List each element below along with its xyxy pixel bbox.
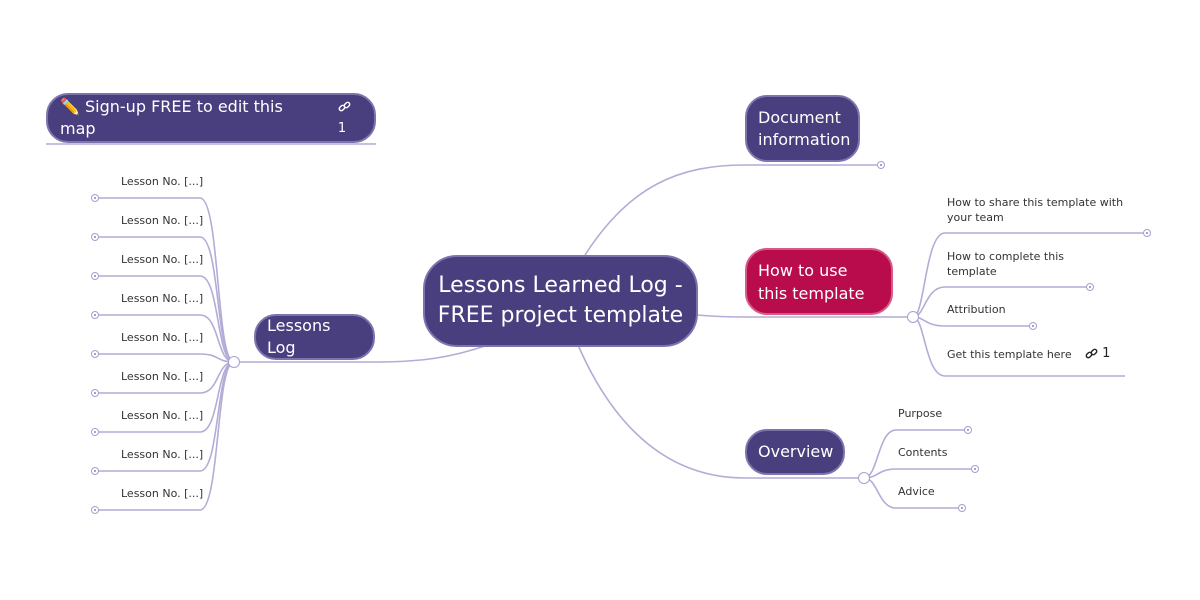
signup-label: ✏️ Sign-up FREE to edit this map [60, 97, 283, 138]
document-information-label: Document information [758, 107, 851, 149]
overview-item-contents-marker[interactable] [971, 465, 979, 473]
edge-lesson-5 [95, 353, 235, 363]
howto-item-complete-label: How to complete this template [947, 250, 1064, 278]
lesson-item-label: Lesson No. [...] [121, 331, 204, 344]
signup-link: 1 [338, 96, 363, 140]
how-to-use-node[interactable]: How to use this template [745, 248, 893, 315]
lessons-log-hub[interactable] [228, 356, 240, 368]
howto-item-get-template-label: Get this template here [947, 348, 1072, 361]
root-label: Lessons Learned Log - FREE project templ… [437, 273, 684, 328]
lesson-item[interactable]: Lesson No. [...] [121, 369, 203, 384]
lesson-item-label: Lesson No. [...] [121, 370, 204, 383]
howto-item-attribution-marker[interactable] [1029, 322, 1037, 330]
lesson-item-marker[interactable] [91, 311, 99, 319]
lesson-item[interactable]: Lesson No. [...] [121, 486, 203, 501]
overview-item-advice-label: Advice [898, 485, 935, 498]
lesson-item-label: Lesson No. [...] [121, 292, 204, 305]
lesson-item-marker[interactable] [91, 506, 99, 514]
edge-lesson-9 [95, 361, 235, 511]
root-node[interactable]: Lessons Learned Log - FREE project templ… [423, 255, 698, 347]
lesson-item[interactable]: Lesson No. [...] [121, 213, 203, 228]
get-template-link[interactable]: 1 [1085, 346, 1110, 361]
lesson-item[interactable]: Lesson No. [...] [121, 174, 203, 189]
lesson-edges [95, 197, 235, 511]
howto-item-complete[interactable]: How to complete this template [947, 249, 1082, 279]
edge-overview-2 [863, 468, 975, 479]
lesson-item-marker[interactable] [91, 428, 99, 436]
overview-item-advice-marker[interactable] [958, 504, 966, 512]
signup-button[interactable]: ✏️ Sign-up FREE to edit this map 1 [46, 93, 376, 143]
lesson-item[interactable]: Lesson No. [...] [121, 291, 203, 306]
overview-label: Overview [758, 442, 834, 461]
overview-item-purpose-label: Purpose [898, 407, 943, 420]
lesson-item[interactable]: Lesson No. [...] [121, 408, 203, 423]
lesson-item-label: Lesson No. [...] [121, 214, 204, 227]
lesson-item-marker[interactable] [91, 194, 99, 202]
signup-link-count: 1 [337, 121, 347, 136]
document-information-collapsed-marker[interactable] [877, 161, 885, 169]
howto-item-attribution-label: Attribution [947, 303, 1006, 316]
overview-item-advice[interactable]: Advice [898, 484, 935, 499]
lesson-item-label: Lesson No. [...] [121, 175, 204, 188]
edge-root-overview [577, 344, 864, 479]
lesson-item-marker[interactable] [91, 389, 99, 397]
edge-root-lessons [234, 344, 489, 363]
overview-item-contents[interactable]: Contents [898, 445, 947, 460]
get-template-link-count: 1 [1102, 346, 1111, 361]
link-icon [1085, 348, 1098, 359]
howto-item-get-template[interactable]: Get this template here 1 [947, 346, 1122, 362]
edge-lesson-2 [95, 236, 235, 363]
lessons-log-node[interactable]: Lessons Log [254, 314, 375, 360]
overview-item-contents-label: Contents [898, 446, 948, 459]
lessons-log-label: Lessons Log [267, 316, 331, 357]
how-to-use-label: How to use this template [758, 260, 865, 303]
edge-root-howto [696, 314, 913, 318]
howto-item-share[interactable]: How to share this template with your tea… [947, 195, 1137, 225]
howto-item-complete-marker[interactable] [1086, 283, 1094, 291]
overview-item-purpose-marker[interactable] [964, 426, 972, 434]
lesson-item-marker[interactable] [91, 233, 99, 241]
overview-item-purpose[interactable]: Purpose [898, 406, 942, 421]
lesson-item-label: Lesson No. [...] [121, 448, 204, 461]
lesson-item[interactable]: Lesson No. [...] [121, 330, 203, 345]
how-to-use-hub[interactable] [907, 311, 919, 323]
lesson-item[interactable]: Lesson No. [...] [121, 252, 203, 267]
howto-item-share-label: How to share this template with your tea… [947, 196, 1124, 224]
lesson-item-marker[interactable] [91, 350, 99, 358]
lesson-item-marker[interactable] [91, 467, 99, 475]
howto-item-attribution[interactable]: Attribution [947, 302, 1006, 317]
lesson-item-label: Lesson No. [...] [121, 487, 204, 500]
link-icon [338, 101, 351, 112]
lesson-item-marker[interactable] [91, 272, 99, 280]
lesson-item-label: Lesson No. [...] [121, 253, 204, 266]
lesson-item[interactable]: Lesson No. [...] [121, 447, 203, 462]
overview-hub[interactable] [858, 472, 870, 484]
overview-node[interactable]: Overview [745, 429, 845, 475]
edge-root-document [584, 164, 881, 256]
edge-lesson-3 [95, 275, 235, 363]
document-information-node[interactable]: Document information [745, 95, 860, 162]
edge-howto-3 [912, 316, 1033, 327]
howto-item-share-marker[interactable] [1143, 229, 1151, 237]
lesson-item-label: Lesson No. [...] [121, 409, 204, 422]
